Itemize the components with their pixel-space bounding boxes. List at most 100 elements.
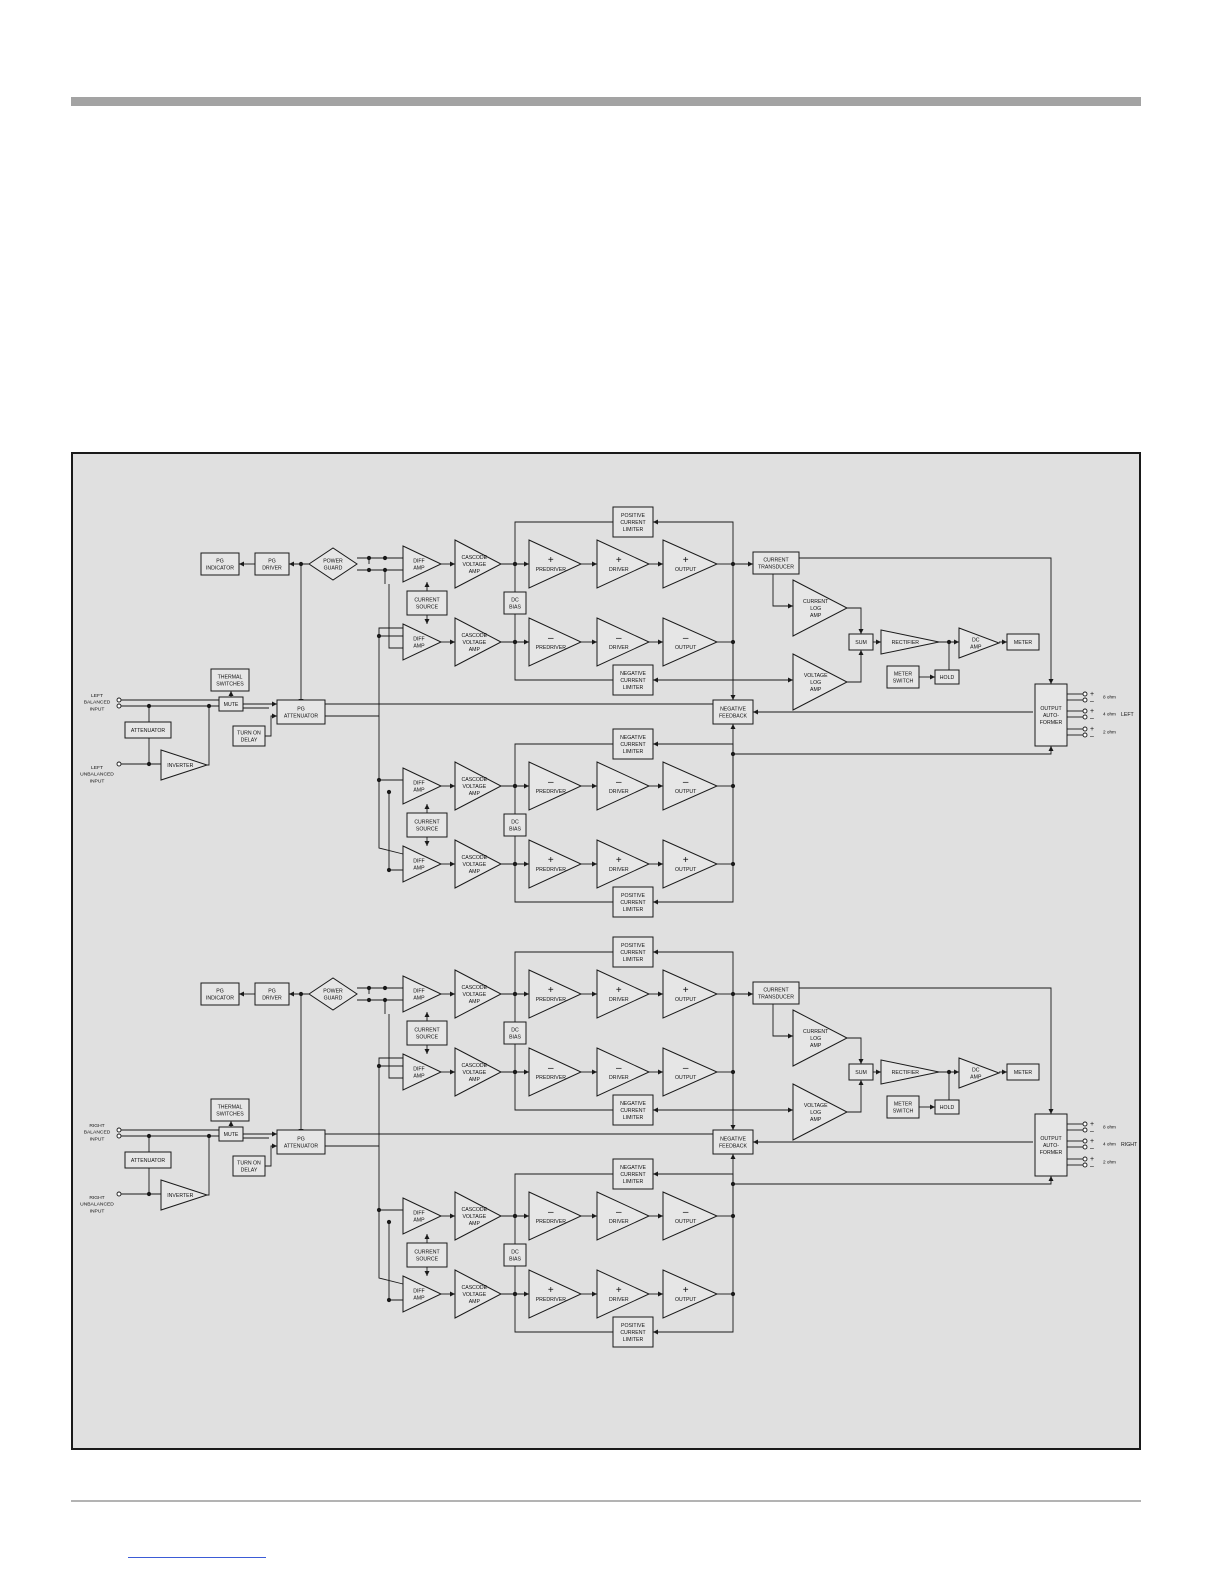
right-lower-limiter-bottom — [612, 1316, 654, 1348]
left-pg-attenuator-label-line-2: ATTENUATOR — [284, 713, 319, 719]
left-channel-name: LEFT — [1121, 712, 1135, 718]
arrow-right — [524, 783, 529, 789]
left-lower-diff-amp-top — [402, 767, 443, 805]
right-upper-predriver-bottom-label: PREDRIVER — [536, 1075, 567, 1081]
left-thermal-switches — [210, 668, 250, 692]
footer-link-underline[interactable] — [128, 1557, 266, 1558]
left-upper-limiter-top-label-line-1: POSITIVE — [621, 513, 645, 519]
arrow-left — [289, 991, 294, 997]
right-dc-amp-label-line-1: DC — [972, 1067, 980, 1073]
left-lower-output-top — [662, 761, 719, 811]
right-tap-label-3: 2 ohm — [1103, 1160, 1116, 1165]
right-current-log-amp-label-line-3: AMP — [810, 1043, 822, 1049]
left-lower-output-top-label: OUTPUT — [675, 789, 697, 795]
signal-line — [514, 1072, 613, 1111]
left-lower-diff-amp-top-label-line-1: DIFF — [413, 780, 425, 786]
arrow-right — [592, 1069, 597, 1075]
signal-line — [772, 574, 793, 607]
right-tap-plus: + — [1090, 1138, 1094, 1145]
right-output-autoformer — [1034, 1113, 1068, 1177]
arrow-up — [228, 1121, 234, 1126]
right-inverter-label: INVERTER — [167, 1193, 193, 1199]
right-lower-cascode-voltage-amp-bottom-label-line-3: AMP — [469, 1299, 481, 1305]
arrow-right — [658, 991, 663, 997]
terminal — [116, 1133, 122, 1139]
signal-line — [514, 521, 613, 564]
left-lower-output-bottom-label: OUTPUT — [675, 867, 697, 873]
arrow-left — [239, 561, 244, 567]
arrow-right — [592, 861, 597, 867]
left-lower-limiter-bottom-label-line-1: POSITIVE — [621, 893, 645, 899]
arrow-left — [653, 677, 658, 683]
left-output-autoformer-label-line-1: OUTPUT — [1040, 706, 1062, 712]
terminal — [116, 1127, 122, 1133]
left-lower-limiter-top-label-line-1: NEGATIVE — [620, 735, 646, 741]
left-upper-diff-amp-bottom-label-line-1: DIFF — [413, 636, 425, 642]
arrow-right — [592, 1291, 597, 1297]
left-lower-diff-amp-top-label-line-2: AMP — [413, 787, 425, 793]
right-meter-switch-label-line-1: METER — [894, 1101, 912, 1107]
right-unbalanced-input-label-line-2: UNBALANCED — [80, 1202, 114, 1208]
left-upper-diff-amp-top-label-line-2: AMP — [413, 565, 425, 571]
right-lower-diff-amp-top-label-line-2: AMP — [413, 1217, 425, 1223]
junction-dot — [386, 1297, 392, 1303]
right-lower-cascode-voltage-amp-bottom-label-line-1: CASCODE — [461, 1285, 487, 1291]
left-lower-cascode-voltage-amp-top-label-line-3: AMP — [469, 791, 481, 797]
right-tap-minus: – — [1090, 1163, 1094, 1170]
left-current-transducer — [752, 551, 800, 575]
left-upper-cascode-voltage-amp-top-label-line-3: AMP — [469, 569, 481, 575]
right-upper-cascode-voltage-amp-bottom-label-line-1: CASCODE — [461, 1063, 487, 1069]
right-upper-dc-bias-label-line-1: DC — [511, 1027, 519, 1033]
right-turn-on-delay-label-line-1: TURN ON — [237, 1160, 261, 1166]
left-rectifier-label: RECTIFIER — [892, 640, 920, 646]
right-lower-diff-amp-top — [402, 1197, 443, 1235]
arrow-down — [858, 1059, 864, 1064]
arrow-right — [524, 561, 529, 567]
arrow-right — [524, 861, 529, 867]
right-lower-driver-bottom — [596, 1269, 651, 1319]
left-voltage-log-amp-label-line-1: VOLTAGE — [804, 673, 828, 679]
arrow-right — [592, 561, 597, 567]
right-balanced-input-label-line-1: RIGHT — [89, 1123, 104, 1129]
arrow-down — [1048, 1109, 1054, 1114]
right-tap-plus: + — [1090, 1156, 1094, 1163]
arrow-right — [876, 639, 881, 645]
left-attenuator-label: ATTENUATOR — [131, 728, 166, 734]
terminal — [1082, 708, 1088, 714]
terminal — [1082, 1156, 1088, 1162]
left-current-log-amp — [792, 579, 849, 637]
signal-line — [378, 780, 404, 855]
signal-line — [799, 557, 1052, 684]
left-thermal-switches-label-line-2: SWITCHES — [216, 681, 244, 687]
arrow-up — [730, 724, 736, 729]
terminal — [1082, 1162, 1088, 1168]
left-upper-diff-amp-top — [402, 545, 443, 583]
arrow-right — [592, 783, 597, 789]
left-lower-predriver-bottom-sign: + — [548, 855, 554, 866]
left-lower-predriver-top-label: PREDRIVER — [536, 789, 567, 795]
left-upper-predriver-bottom — [528, 617, 583, 667]
left-tap-plus: + — [1090, 708, 1094, 715]
left-dc-amp-label-line-1: DC — [972, 637, 980, 643]
right-upper-cascode-voltage-amp-bottom-label-line-2: VOLTAGE — [462, 1070, 486, 1076]
arrow-up — [424, 582, 430, 587]
arrow-right — [592, 639, 597, 645]
right-lower-limiter-top-label-line-3: LIMITER — [623, 1179, 644, 1185]
signal-line — [378, 627, 403, 636]
left-negative-feedback-label-line-2: FEEDBACK — [719, 713, 748, 719]
left-power-guard — [308, 547, 358, 581]
right-power-guard-label-line-2: GUARD — [324, 995, 343, 1001]
left-unbalanced-input-label-line-2: UNBALANCED — [80, 772, 114, 778]
arrow-right — [450, 639, 455, 645]
left-lower-predriver-bottom-label: PREDRIVER — [536, 867, 567, 873]
left-upper-diff-amp-bottom-label-line-2: AMP — [413, 643, 425, 649]
left-current-log-amp-label-line-3: AMP — [810, 613, 822, 619]
right-tap-minus: – — [1090, 1145, 1094, 1152]
arrow-right — [748, 991, 753, 997]
right-upper-output-top — [662, 969, 719, 1019]
right-mute-label: MUTE — [224, 1132, 239, 1138]
right-upper-driver-bottom — [596, 1047, 651, 1097]
left-upper-predriver-bottom-label: PREDRIVER — [536, 645, 567, 651]
left-upper-driver-bottom-label: DRIVER — [609, 645, 629, 651]
